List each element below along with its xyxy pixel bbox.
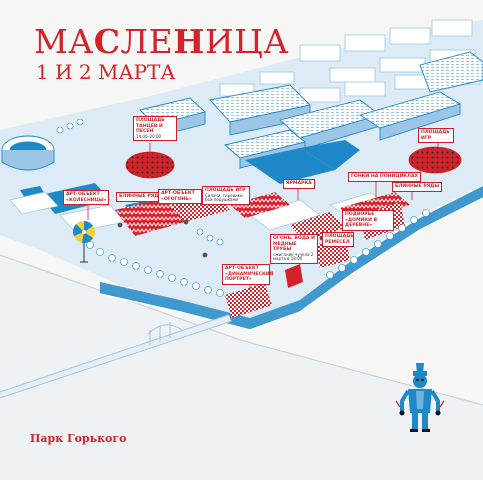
label-title: ЯРМАРКА — [286, 181, 312, 186]
bridge — [0, 314, 233, 399]
label-games-square-right: ПЛОЩАДЬ ИГР — [418, 128, 454, 144]
label-art-kolesnitsy: АРТ-ОБЪЕКТ «КОЛЕСНИЦЫ» — [63, 190, 109, 206]
label-title: ПЛОЩАДЬ ИГР — [421, 130, 450, 141]
mascot-illustration — [395, 363, 445, 432]
label-fire-water: ОГОНЬ, ВОДА И МЕДНЫЕ ТРУБЫ сжигание чуче… — [270, 234, 318, 264]
label-title: ГОНКИ НА ПОНИЦИКЛАХ — [351, 174, 419, 179]
label-title: АРТ-ОБЪЕКТ «ОГОГОНЬ» — [161, 191, 195, 202]
label-pancake-rows-right: БЛИННЫЕ РЯДЫ — [392, 182, 443, 192]
label-title: БЛИННЫЕ РЯДЫ — [395, 184, 440, 189]
label-sub: Силачи, гиревики, бои подушками — [205, 192, 244, 203]
label-sub: сжигание чучела 2 марта в 18:00 — [273, 251, 314, 262]
label-games-square-mid: ПЛОЩАДЬ ИГР Силачи, гиревики, бои подушк… — [202, 186, 250, 205]
event-dates: 1 И 2 МАРТА — [36, 60, 176, 84]
label-title: ПОДВОРЬЕ «ДОМИКИ В ДЕРЕВНЕ» — [345, 212, 378, 229]
label-title: ПЛОЩАДЬ ИГР — [205, 188, 246, 193]
label-pony-race: ГОНКИ НА ПОНИЦИКЛАХ — [348, 172, 422, 182]
label-title: БЛИННЫЕ РЯДЫ — [119, 194, 164, 199]
label-title: ОГОНЬ, ВОДА И МЕДНЫЕ ТРУБЫ — [273, 236, 315, 253]
label-title: АРТ-ОБЪЕКТ «КОЛЕСНИЦЫ» — [66, 192, 107, 203]
poster-title: МАСЛЕНИЦА — [34, 22, 289, 61]
label-title: ПЛОЩАДЬ РЕМЕСЕЛ — [325, 234, 354, 245]
park-logo-text: Парк Горького — [30, 432, 127, 445]
label-fair: ЯРМАРКА — [283, 179, 315, 189]
trees — [56, 118, 430, 297]
title-part: Н — [173, 22, 205, 61]
label-title: ПЛОЩАДЬ ТАНЦЕВ И ПЕСЕН — [136, 118, 165, 135]
river — [0, 255, 483, 480]
river-bank — [0, 254, 483, 406]
label-dance-square: ПЛОЩАДЬ ТАНЦЕВ И ПЕСЕН 14:00–20:00 — [133, 116, 177, 142]
label-village-gifts: ПОДВОРЬЕ «ДОМИКИ В ДЕРЕВНЕ» — [342, 210, 394, 231]
label-sub: 14:00–20:00 — [136, 133, 162, 139]
label-title: АРТ-ОБЪЕКТ «ДИНАМИЧЕСКИЙ ПОРТРЕТ» — [225, 266, 274, 283]
title-part: И — [204, 22, 235, 61]
label-crafts-square: ПЛОЩАДЬ РЕМЕСЕЛ — [322, 232, 354, 248]
title-part: ЦА — [234, 22, 289, 61]
title-part: С — [93, 22, 121, 61]
title-part: ЛЕ — [120, 22, 174, 61]
title-part: МА — [34, 22, 94, 61]
label-art-ogon: АРТ-ОБЪЕКТ «ОГОГОНЬ» — [158, 189, 202, 205]
stadium — [1, 135, 55, 171]
label-art-portrait: АРТ-ОБЪЕКТ «ДИНАМИЧЕСКИЙ ПОРТРЕТ» — [222, 264, 274, 285]
pinwheel-art-object — [73, 221, 95, 263]
